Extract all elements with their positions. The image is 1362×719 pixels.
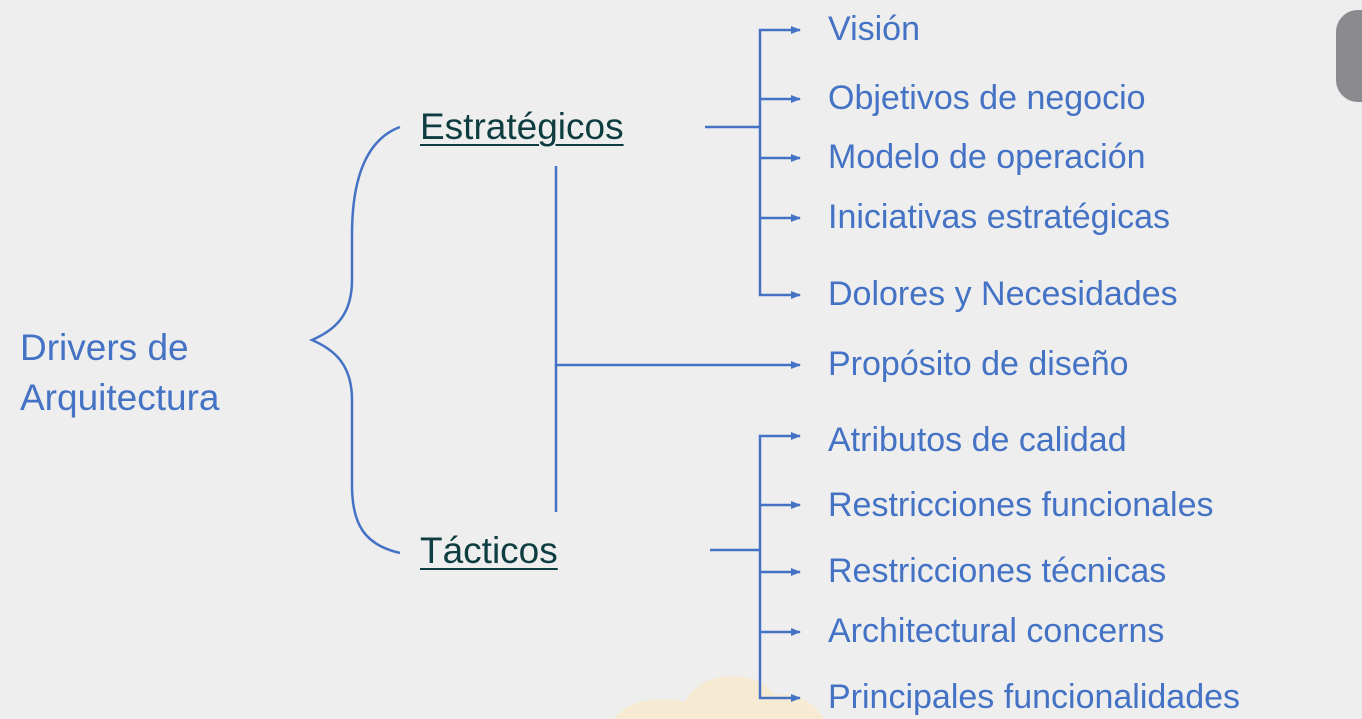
strategic-item: Dolores y Necesidades bbox=[828, 275, 1178, 313]
tactical-item: Atributos de calidad bbox=[828, 421, 1127, 459]
tactical-bracket bbox=[758, 434, 801, 702]
root-label-line-1: Drivers de bbox=[20, 327, 189, 368]
tactical-item: Architectural concerns bbox=[828, 612, 1165, 650]
root-brace bbox=[308, 125, 401, 555]
shared-item: Propósito de diseño bbox=[828, 345, 1129, 383]
cloud-decoration bbox=[614, 676, 825, 719]
corner-decoration bbox=[1336, 10, 1362, 102]
strategic-item: Objetivos de negocio bbox=[828, 79, 1146, 117]
root-label-line-2: Arquitectura bbox=[20, 377, 220, 418]
branch-strategic-link[interactable]: Estratégicos bbox=[420, 106, 624, 147]
branch-tactical-link[interactable]: Tácticos bbox=[420, 530, 558, 571]
strategic-item: Modelo de operación bbox=[828, 138, 1146, 176]
strategic-bracket bbox=[758, 28, 801, 299]
root-label: Drivers de Arquitectura bbox=[20, 323, 310, 423]
tactical-item: Restricciones funcionales bbox=[828, 486, 1214, 524]
tactical-item: Principales funcionalidades bbox=[828, 678, 1241, 716]
strategic-item: Iniciativas estratégicas bbox=[828, 198, 1171, 236]
strategic-item: Visión bbox=[828, 10, 920, 48]
tactical-item: Restricciones técnicas bbox=[828, 552, 1167, 590]
